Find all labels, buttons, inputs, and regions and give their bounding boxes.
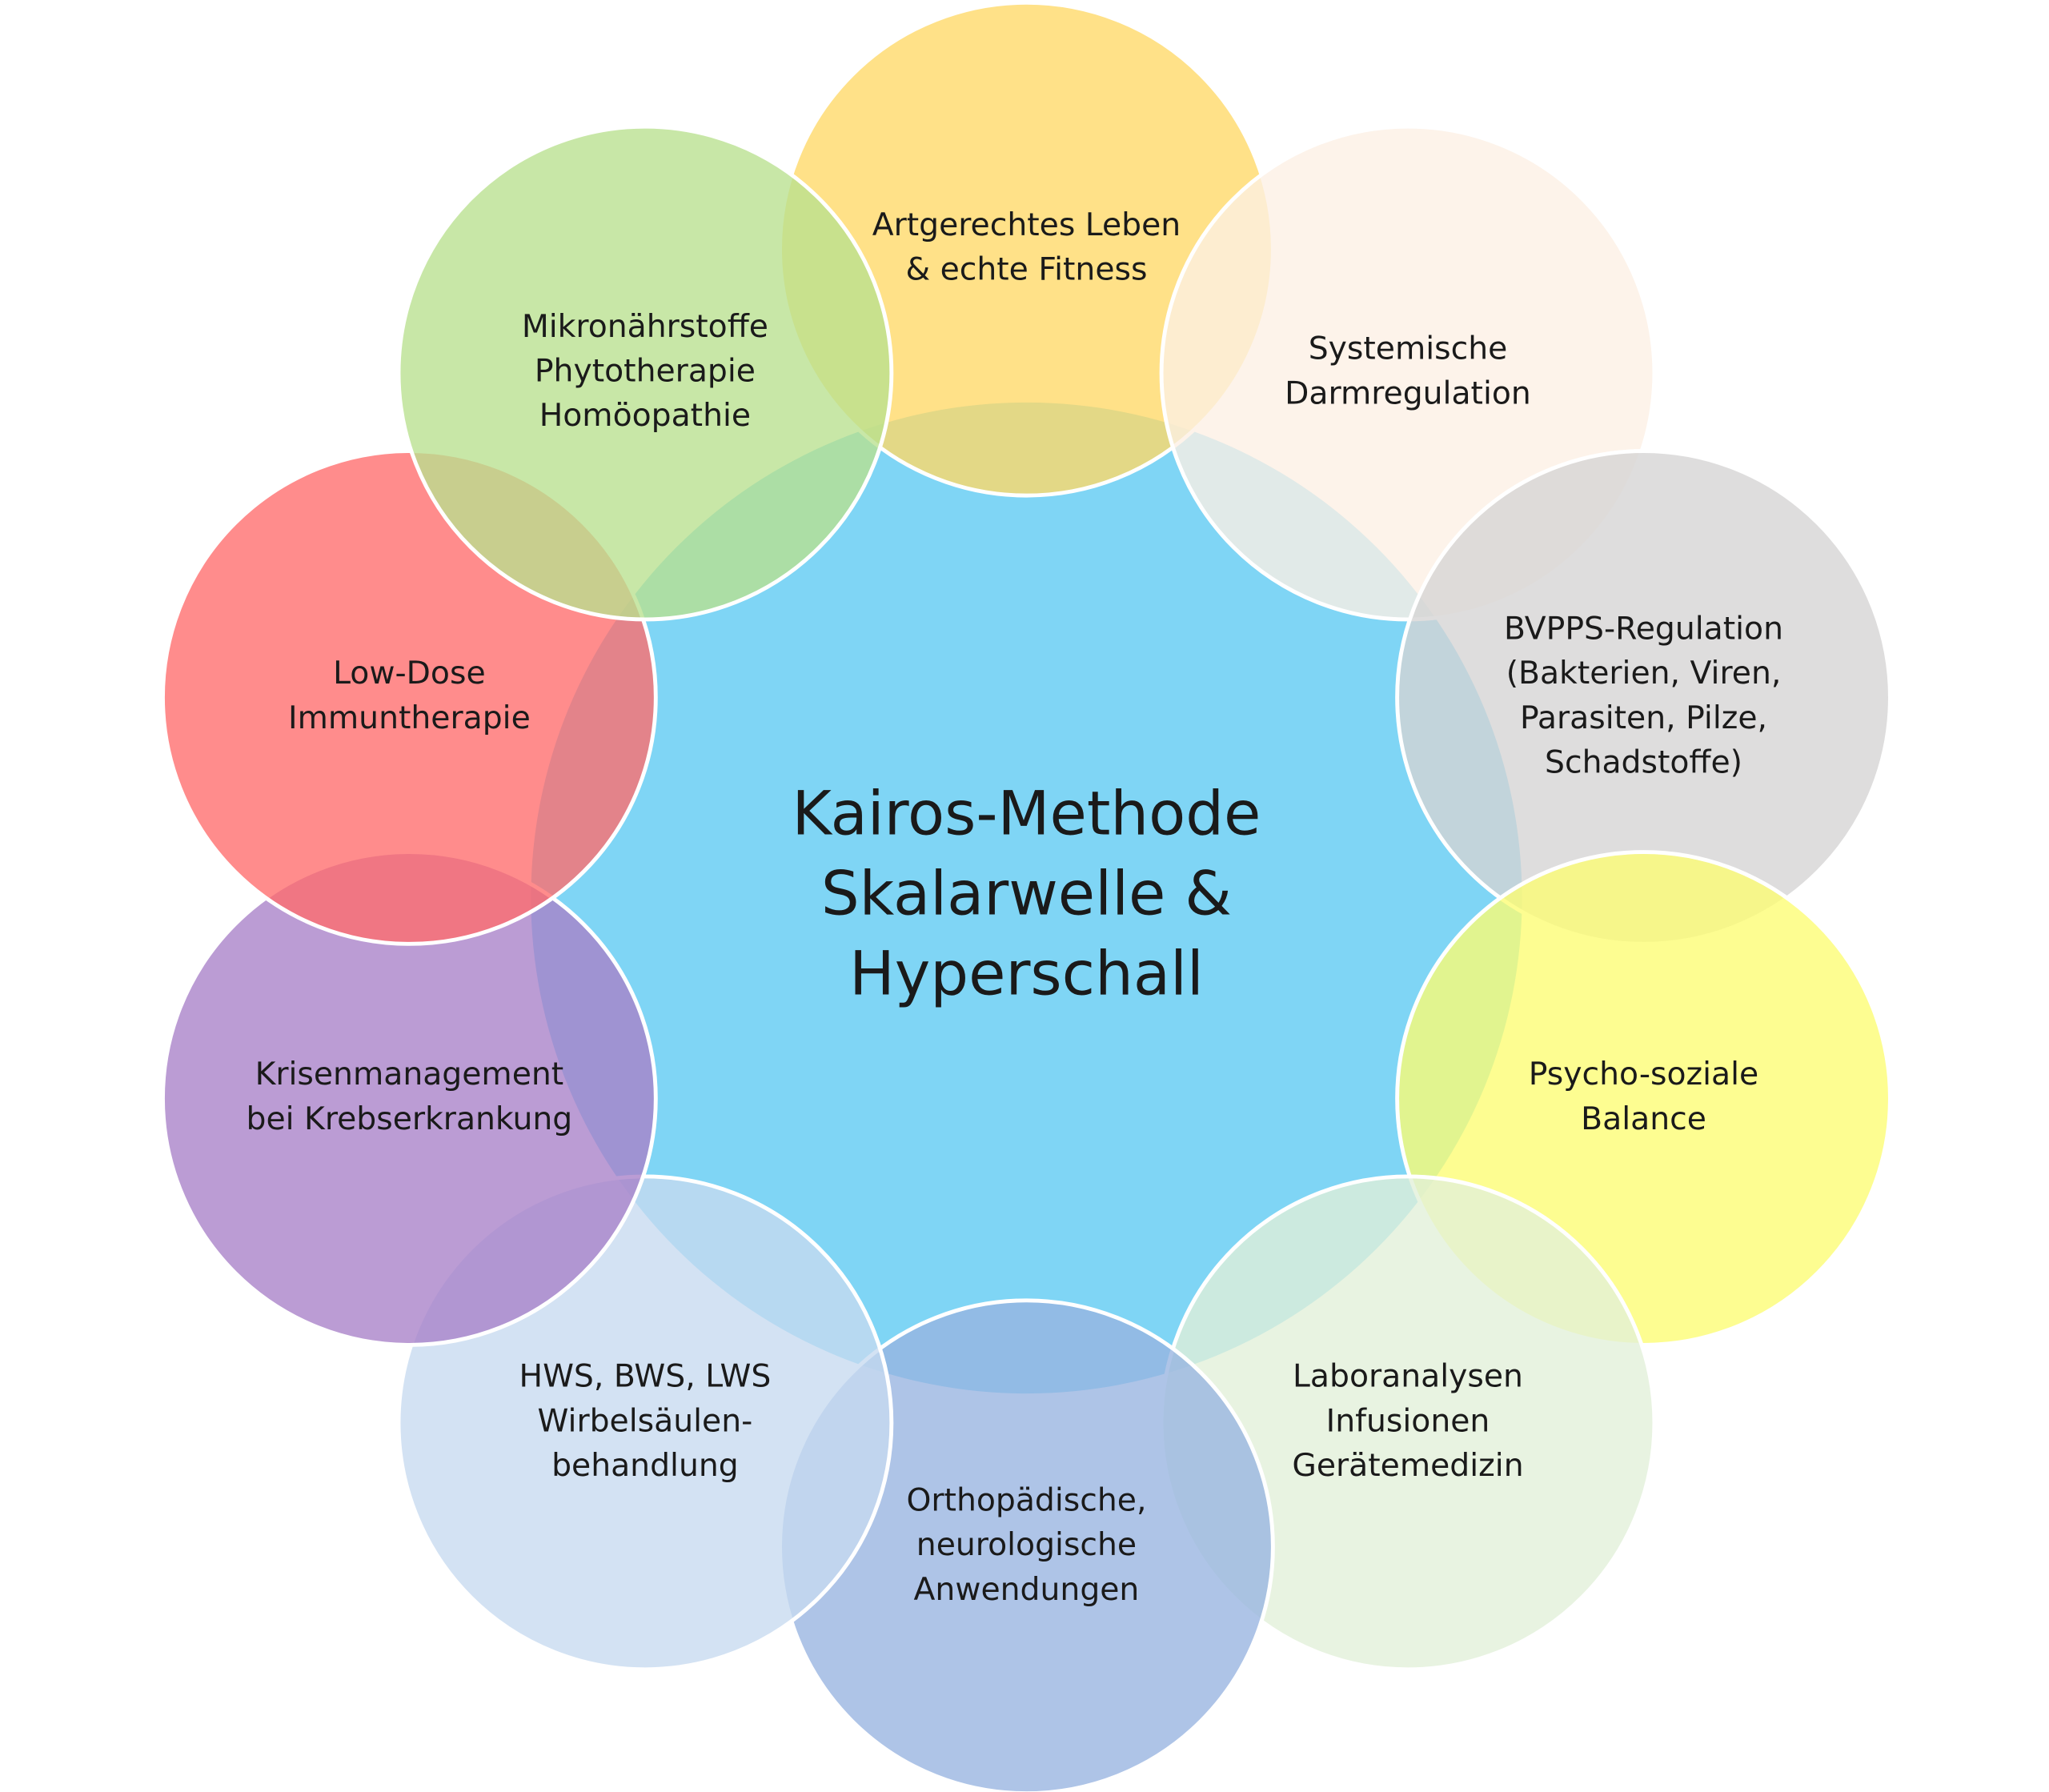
label-mikro-line: Homöopathie [539,398,751,434]
label-bvpps: BVPPS-Regulation (Bakterien, Viren, Parasi… [1504,611,1783,780]
label-ortho-line: neurologische [916,1527,1137,1563]
center-title-line: Kairos-Methode [792,779,1261,849]
label-mikro-line: Phytotherapie [535,354,756,390]
center-title-line: Hyperschall [849,938,1204,1008]
label-bvpps-line: Schadstoffe) [1545,744,1742,780]
label-labor-line: Gerätemedizin [1292,1448,1523,1484]
label-ortho-line: Anwendungen [914,1572,1140,1608]
label-artgerecht: Artgerechtes Leben & echte Fitness [872,207,1181,288]
label-krisen: Krisenmanagement bei Krebserkrankung [247,1056,573,1137]
label-labor-line: Infusionen [1326,1403,1490,1439]
label-darm-line: Systemische [1309,331,1508,367]
label-lowdose-line: Immuntherapie [288,700,531,736]
label-psycho-line: Psycho-soziale [1529,1056,1758,1092]
label-psycho-line: Balance [1581,1101,1706,1137]
label-hws-line: HWS, BWS, LWS [519,1359,772,1395]
label-bvpps-line: Parasiten, Pilze, [1520,700,1767,736]
center-title-line: Skalarwelle & [821,858,1232,928]
label-hws: HWS, BWS, LWS Wirbelsäulen-behandlung [519,1359,772,1484]
circle-mikro [396,124,894,622]
label-artgerecht-line: Artgerechtes Leben [872,207,1181,243]
label-mikro-line: Mikronährstoffe [522,309,768,345]
label-bvpps-line: (Bakterien, Viren, [1506,655,1782,692]
label-lowdose-line: Low-Dose [333,655,486,692]
label-ortho-line: Orthopädische, [906,1483,1146,1519]
label-darm-line: Darmregulation [1285,375,1531,411]
label-krisen-line: Krisenmanagement [255,1056,564,1092]
label-krisen-line: bei Krebserkrankung [247,1101,573,1137]
label-bvpps-line: BVPPS-Regulation [1504,611,1783,647]
label-artgerecht-line: & echte Fitness [905,252,1147,288]
outer-labels: Artgerechtes Leben & echte FitnessSystemi… [247,207,1784,1608]
label-hws-line: Wirbelsäulen- [538,1403,753,1439]
outer-circles [161,0,1892,1792]
label-labor-line: Laboranalysen [1293,1359,1523,1395]
label-hws-line: behandlung [551,1448,739,1484]
center-circle [531,402,1522,1394]
